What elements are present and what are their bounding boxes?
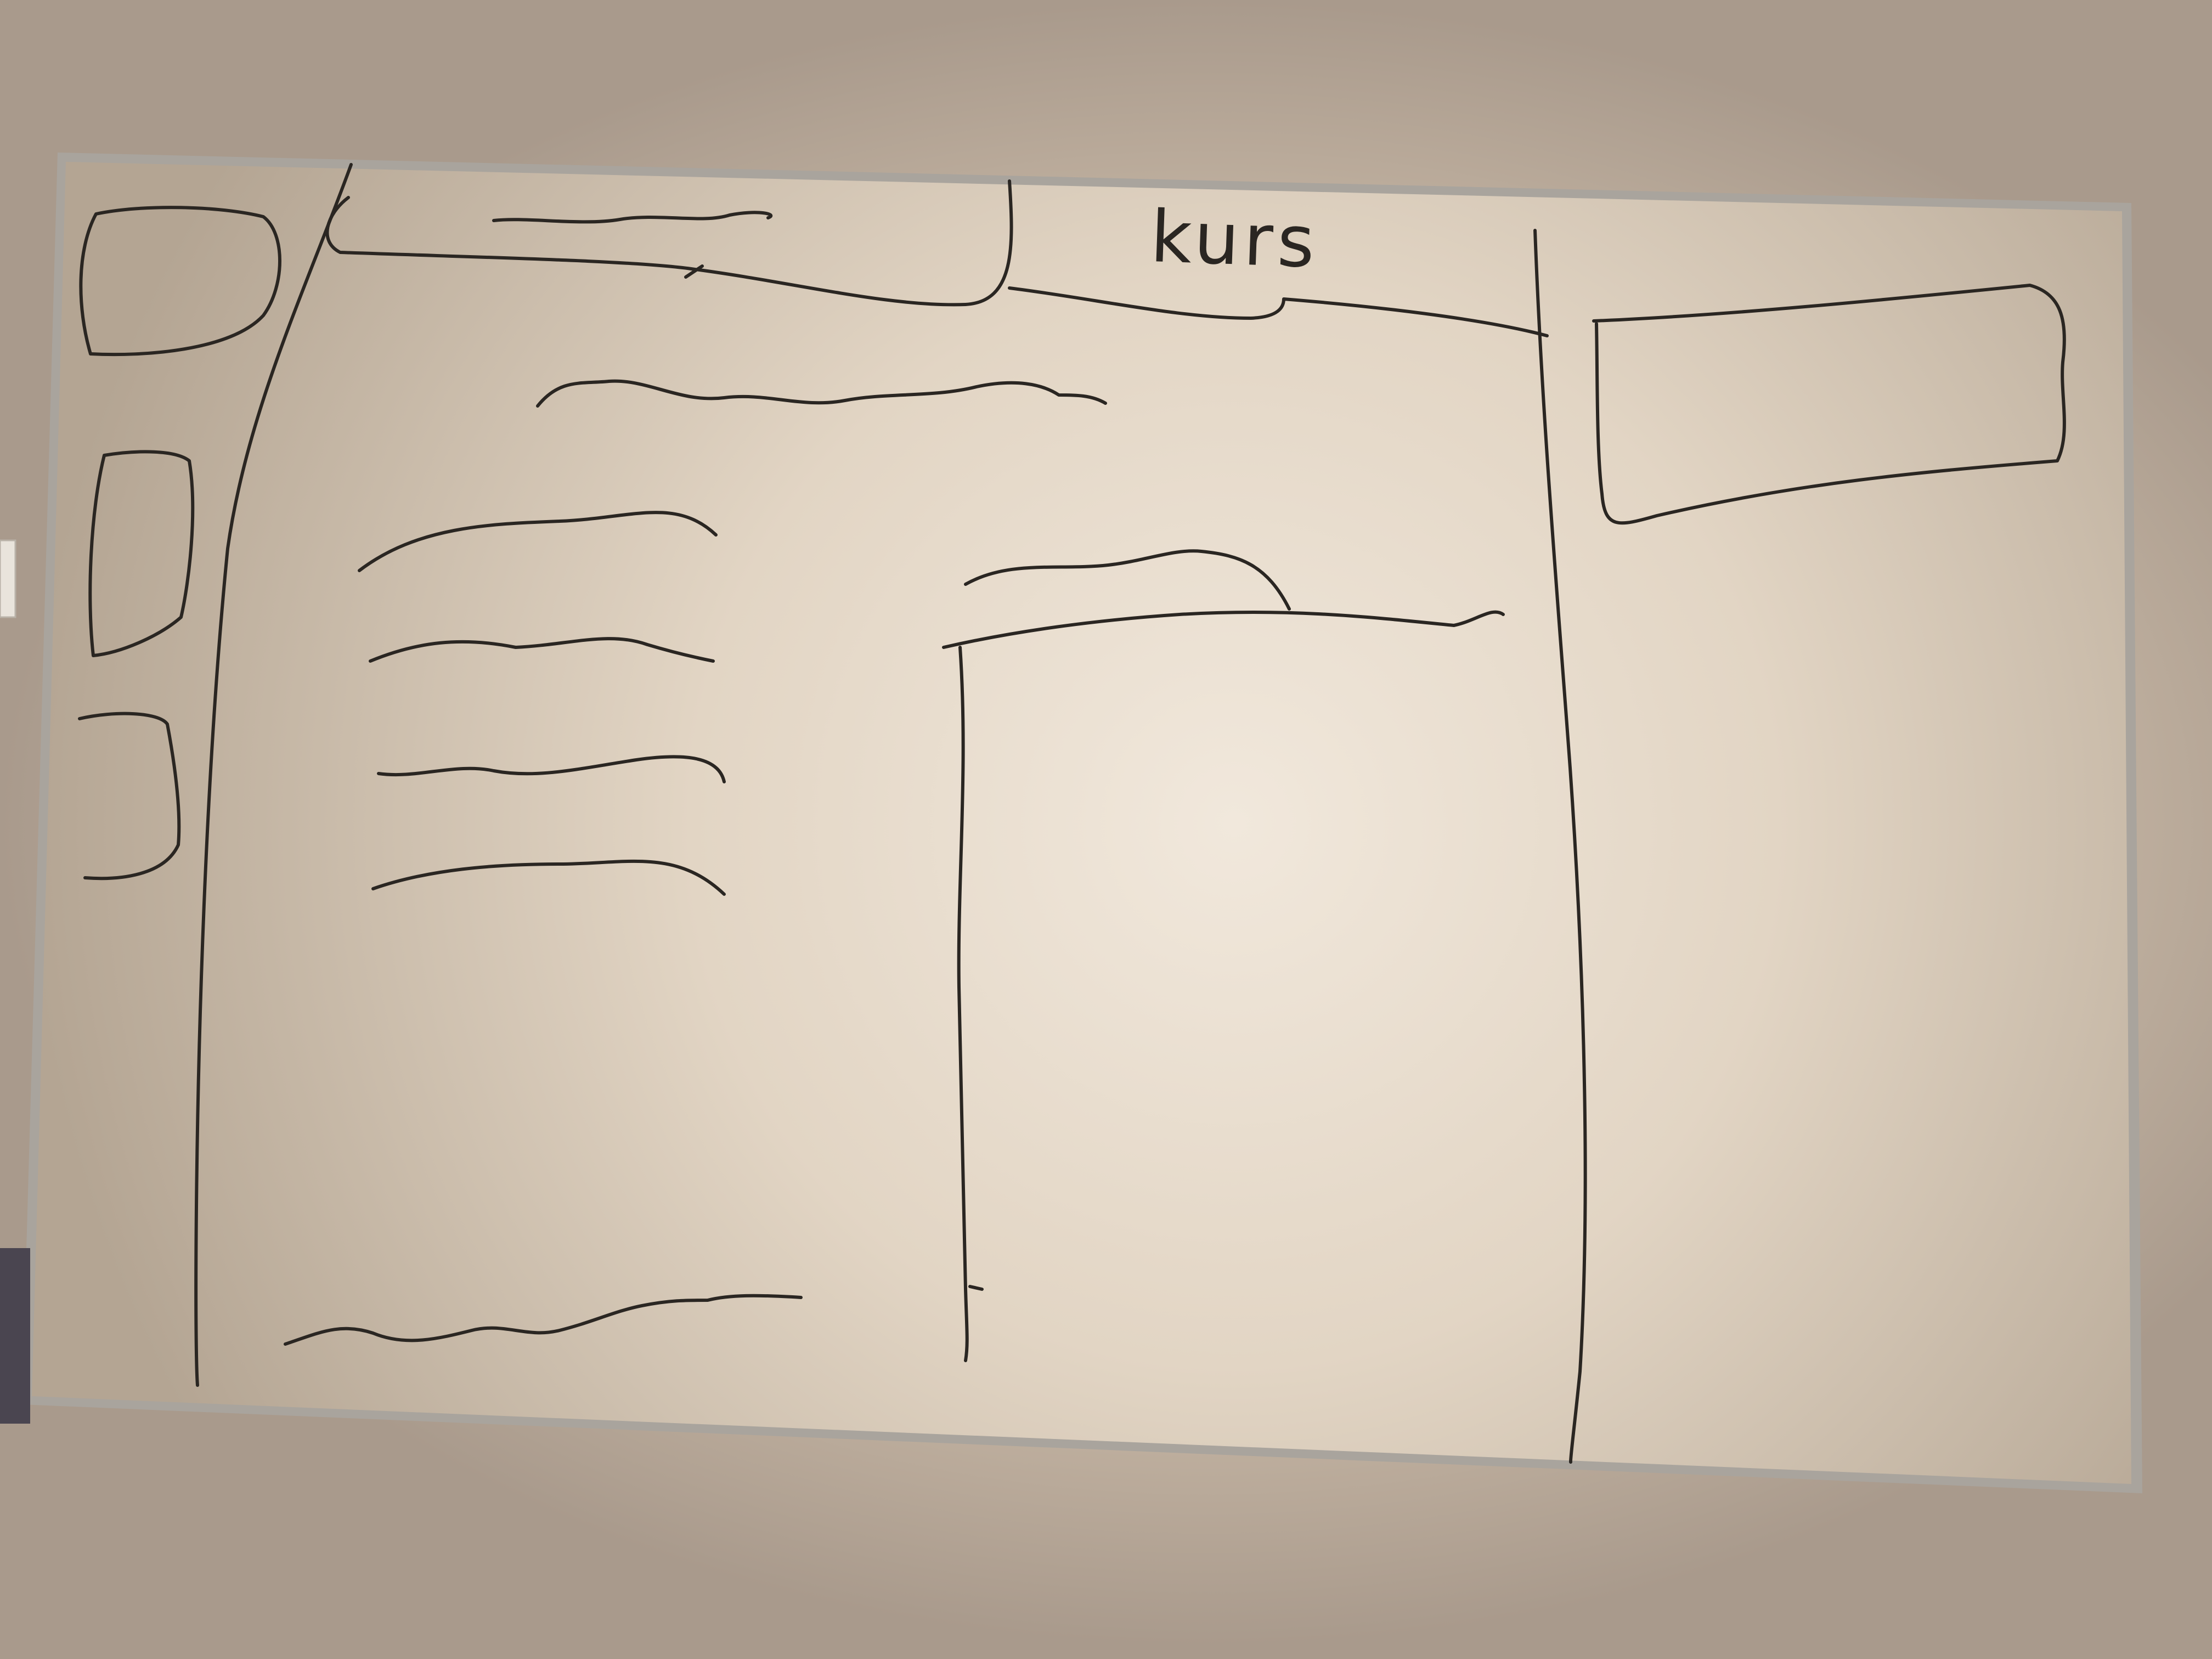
wall-switch	[0, 539, 16, 618]
left-sidebar-box-top	[79, 206, 281, 357]
board-surface	[32, 162, 2131, 1484]
wall-hanging-object	[0, 1248, 30, 1424]
header-divider	[1008, 286, 1549, 337]
footer-scribble	[284, 1294, 803, 1346]
content-panel-heading	[964, 549, 1291, 611]
left-sidebar-box-bottom	[78, 712, 181, 881]
header-title-kurs: kurs	[1149, 195, 1321, 284]
header-tab-scribble	[492, 211, 773, 224]
right-column-divider	[1533, 229, 1587, 1464]
list-line-2	[369, 637, 715, 663]
left-column-divider	[194, 163, 353, 1387]
list-line-4	[371, 859, 726, 896]
list-line-3	[377, 755, 726, 783]
left-sidebar-box-middle	[88, 450, 195, 657]
right-sidebar-box	[1592, 284, 2066, 525]
list-line-1	[358, 511, 718, 572]
header-tab-box	[325, 179, 1013, 307]
content-panel-top-line	[942, 610, 1505, 649]
whiteboard	[22, 153, 2142, 1493]
main-heading-scribble	[536, 379, 1107, 408]
content-panel-left-line	[957, 646, 969, 1362]
content-panel-tick	[968, 1285, 984, 1291]
header-tab-arrow	[684, 264, 704, 279]
